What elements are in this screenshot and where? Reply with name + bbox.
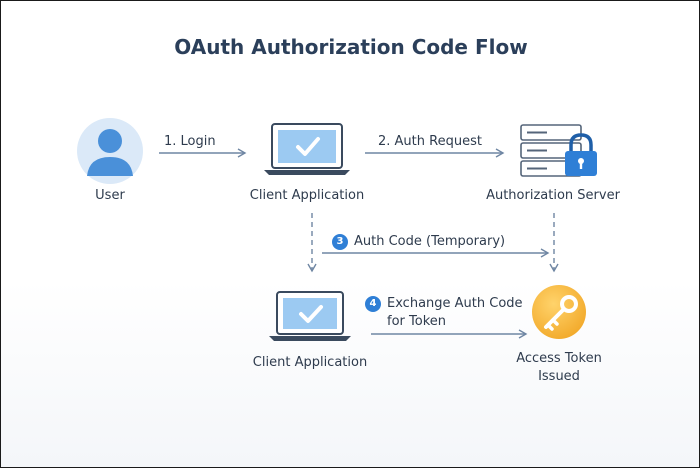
edge-label-exchange: 4 Exchange Auth Code for Token: [365, 295, 523, 331]
access-token-line-1: Access Token: [516, 351, 602, 366]
laptop-icon: [264, 123, 350, 175]
edge-label-auth-request: 2. Auth Request: [378, 134, 482, 149]
server-lock-icon: [520, 124, 597, 177]
edge-label-auth-code: 3 Auth Code (Temporary): [332, 234, 505, 250]
node-label-client-application: Client Application: [249, 188, 365, 203]
node-label-client-application: Client Application: [252, 355, 368, 370]
step-badge: 3: [332, 234, 348, 250]
diagram-title: OAuth Authorization Code Flow: [174, 35, 528, 59]
node-label-access-token: Access Token Issued: [499, 350, 619, 386]
step-badge: 4: [365, 296, 381, 312]
edge-label-login: 1. Login: [164, 134, 216, 149]
laptop-icon: [269, 291, 351, 341]
key-icon: [532, 285, 586, 339]
exchange-text-line-2: for Token: [387, 314, 446, 329]
access-token-line-2: Issued: [538, 369, 580, 384]
node-label-user: User: [95, 188, 125, 203]
user-icon: [77, 118, 143, 184]
node-label-authorization-server: Authorization Server: [486, 188, 620, 203]
auth-code-text: Auth Code (Temporary): [354, 234, 506, 249]
exchange-text-line-1: Exchange Auth Code: [387, 296, 523, 311]
